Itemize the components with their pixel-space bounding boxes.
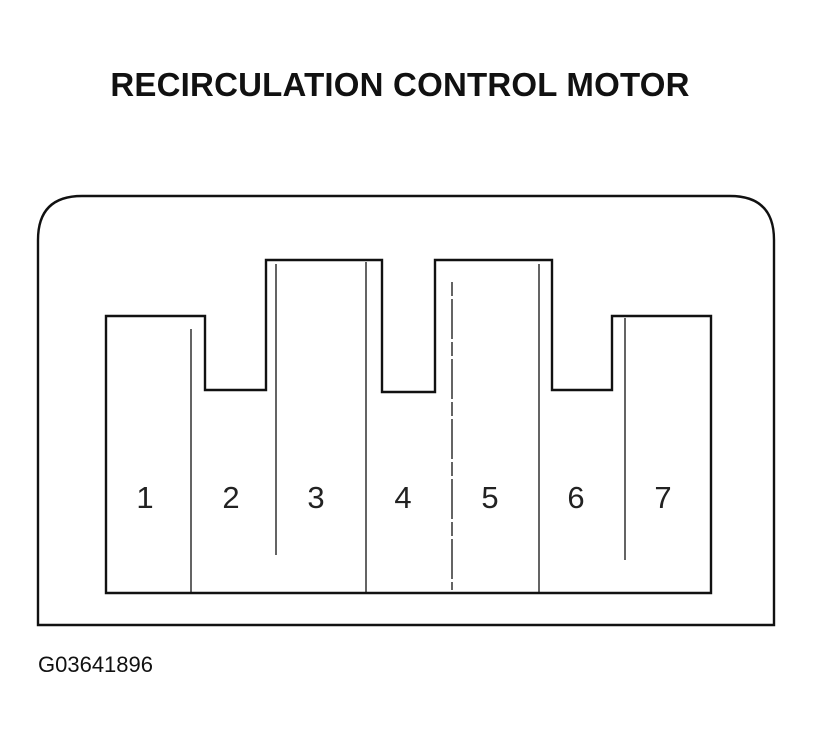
pin-label-2: 2 <box>222 480 239 515</box>
diagram-title: RECIRCULATION CONTROL MOTOR <box>110 66 690 103</box>
pin-label-1: 1 <box>136 480 153 515</box>
pin-label-5: 5 <box>481 480 498 515</box>
connector-housing <box>36 194 776 627</box>
pin-label-7: 7 <box>654 480 671 515</box>
pin-label-6: 6 <box>567 480 584 515</box>
terminal-cavity-outline <box>104 258 713 595</box>
pin-label-4: 4 <box>394 480 411 515</box>
figure-reference-code: G03641896 <box>38 652 153 677</box>
pin-label-3: 3 <box>307 480 324 515</box>
